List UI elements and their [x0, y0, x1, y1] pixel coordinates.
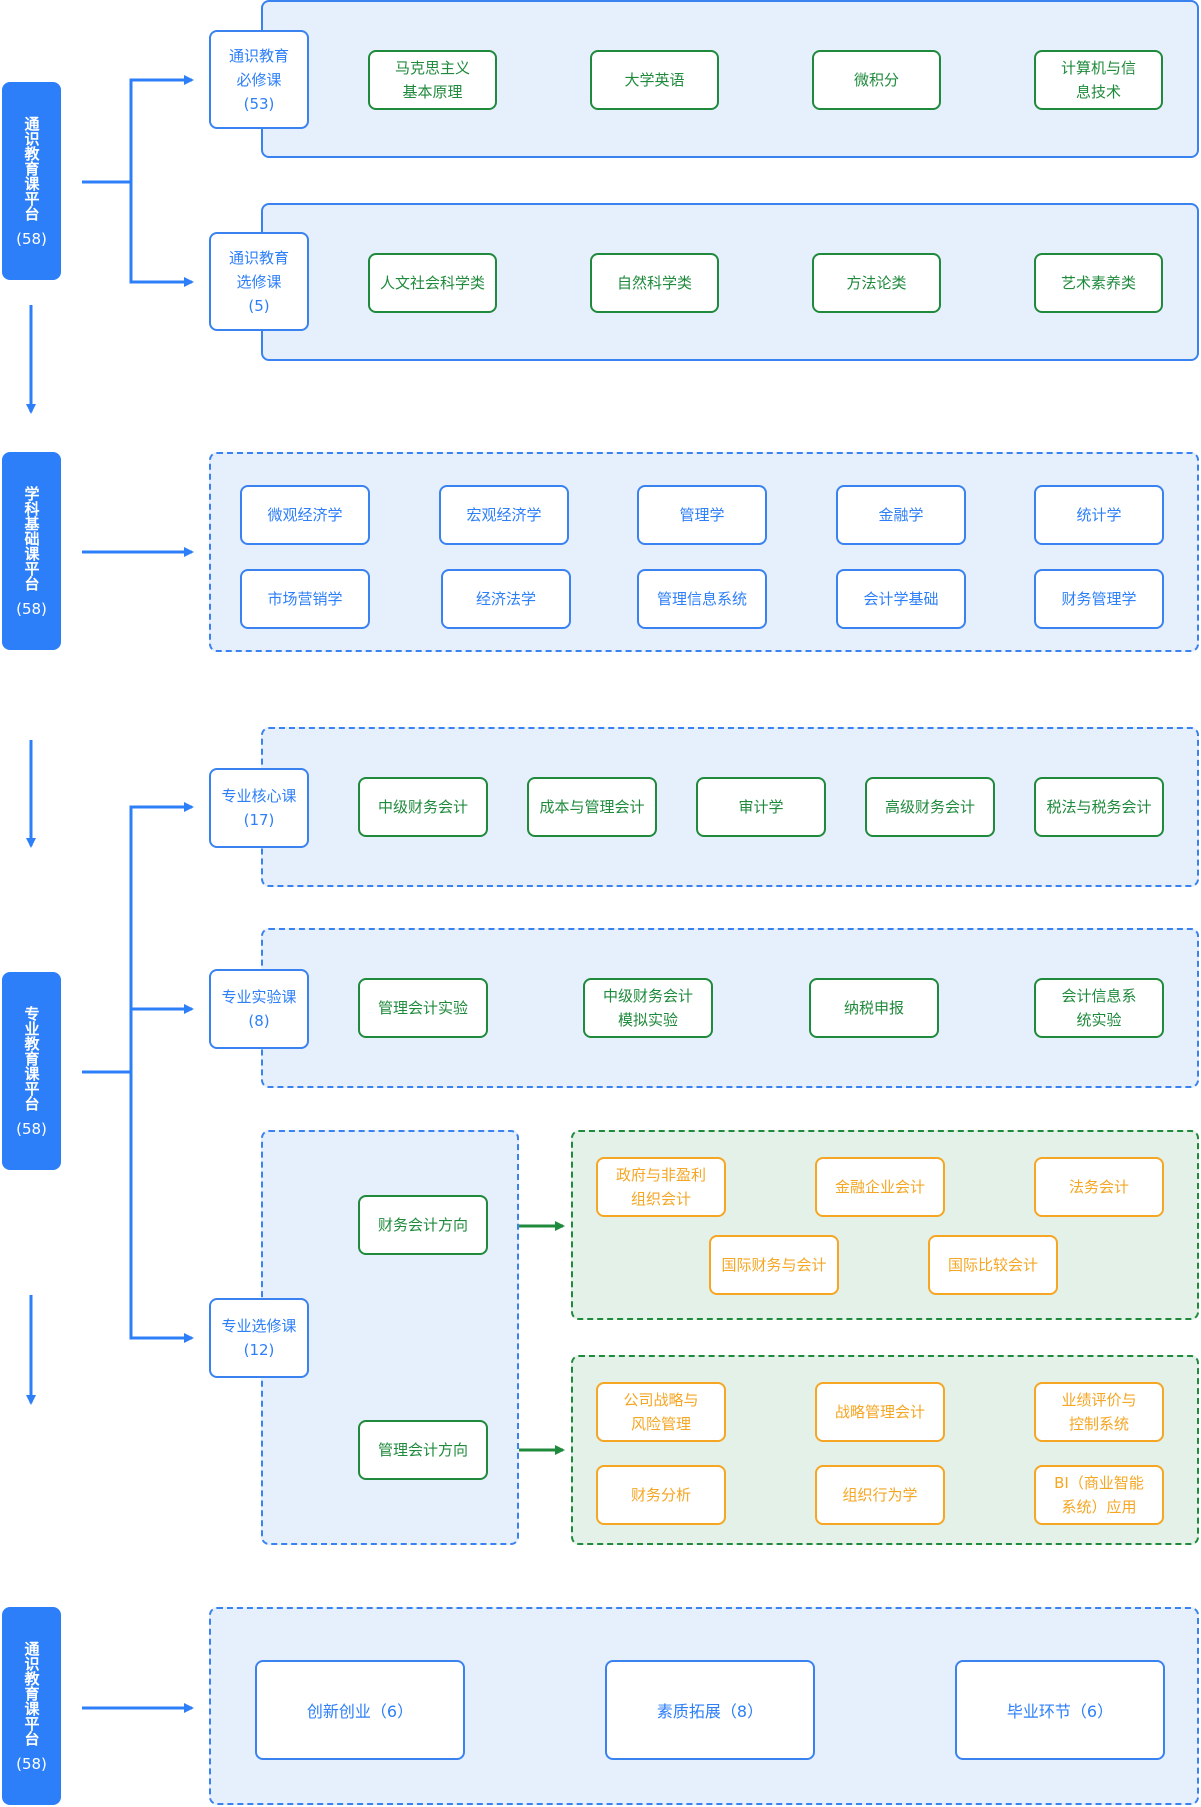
label-line: (5): [248, 296, 270, 315]
course-text: 会计信息系: [1061, 987, 1137, 1005]
platform-general-2-count: (58): [16, 1754, 47, 1773]
course-card: 审计学: [696, 777, 826, 837]
label-line: 通识教育: [228, 248, 289, 267]
label-general-required: 通识教育 必修课 (53): [209, 30, 309, 129]
course-card: 财务分析: [596, 1465, 726, 1525]
course-text: 管理会计实验: [377, 999, 468, 1017]
label-professional-elective: 专业选修课 (12): [209, 1298, 309, 1378]
course-text: 模拟实验: [617, 1011, 678, 1029]
course-card: 艺术素养类: [1034, 253, 1163, 313]
platform-professional: 专业教育课平台 (58): [2, 972, 61, 1170]
course-card: 统计学: [1034, 485, 1164, 545]
course-text: 组织会计: [630, 1190, 691, 1208]
label-line: (12): [243, 1341, 275, 1359]
platform-professional-count: (58): [16, 1119, 47, 1138]
label-general-elective: 通识教育 选修课 (5): [209, 232, 309, 331]
label-line: 必修课: [236, 70, 282, 89]
course-text: 中级财务会计: [602, 987, 693, 1005]
course-card: 财务管理学: [1034, 569, 1164, 629]
course-card: 国际财务与会计: [709, 1235, 839, 1295]
course-card: 金融学: [836, 485, 966, 545]
course-card: 金融企业会计: [815, 1157, 945, 1217]
course-text: 业绩评价与: [1061, 1391, 1137, 1409]
course-card: 会计信息系 统实验: [1034, 978, 1164, 1038]
course-card: 大学英语: [590, 50, 719, 110]
course-card: 会计学基础: [836, 569, 966, 629]
course-card: 政府与非盈利 组织会计: [596, 1157, 726, 1217]
platform-general: 通识教育课平台 (58): [2, 82, 61, 280]
course-text: 风险管理: [630, 1415, 691, 1433]
course-card: 成本与管理会计: [527, 777, 657, 837]
course-card: 中级财务会计 模拟实验: [583, 978, 713, 1038]
label-line: (8): [248, 1012, 270, 1030]
direction-management: 管理会计方向: [358, 1420, 488, 1480]
course-card: 方法论类: [812, 253, 941, 313]
platform-general-name: 通识教育课平台: [22, 115, 41, 221]
course-card: 税法与税务会计: [1034, 777, 1164, 837]
platform-foundation-count: (58): [16, 599, 47, 618]
label-professional-experiment: 专业实验课 (8): [209, 969, 309, 1049]
label-line: (53): [243, 94, 275, 113]
course-text: 马克思主义: [394, 59, 470, 77]
course-card: 国际比较会计: [928, 1235, 1058, 1295]
platform-general-2: 通识教育课平台 (58): [2, 1607, 61, 1805]
label-line: (17): [243, 811, 275, 829]
course-text: 系统）应用: [1061, 1498, 1137, 1516]
platform-foundation-name: 学科基础课平台: [22, 485, 41, 591]
course-text: 大学英语: [624, 71, 685, 89]
label-line: 通识教育: [228, 46, 289, 65]
course-text: 息技术: [1075, 83, 1121, 101]
course-card: 战略管理会计: [815, 1382, 945, 1442]
course-card: 纳税申报: [809, 978, 939, 1038]
item-quality: 素质拓展（8）: [605, 1660, 815, 1760]
label-line: 专业核心课: [221, 787, 297, 805]
item-graduation: 毕业环节（6）: [955, 1660, 1165, 1760]
course-card: 高级财务会计: [865, 777, 995, 837]
course-card: 人文社会科学类: [368, 253, 497, 313]
course-card: 市场营销学: [240, 569, 370, 629]
course-text: 基本原理: [402, 83, 463, 101]
course-text: 微积分: [853, 71, 899, 89]
platform-general-2-name: 通识教育课平台: [22, 1640, 41, 1746]
label-line: 专业选修课: [221, 1317, 297, 1335]
course-card: 中级财务会计: [358, 777, 488, 837]
label-line: 选修课: [236, 272, 282, 291]
course-text: 政府与非盈利: [615, 1166, 706, 1184]
label-professional-core: 专业核心课 (17): [209, 768, 309, 848]
course-text: BI（商业智能: [1054, 1474, 1144, 1492]
course-text: 纳税申报: [843, 999, 904, 1017]
platform-foundation: 学科基础课平台 (58): [2, 452, 61, 650]
course-card: BI（商业智能 系统）应用: [1034, 1465, 1164, 1525]
course-card: 计算机与信 息技术: [1034, 50, 1163, 110]
item-innovation: 创新创业（6）: [255, 1660, 465, 1760]
platform-general-count: (58): [16, 229, 47, 248]
course-text: 统实验: [1076, 1011, 1122, 1029]
course-card: 法务会计: [1034, 1157, 1164, 1217]
label-line: 专业实验课: [221, 988, 297, 1006]
platform-professional-name: 专业教育课平台: [22, 1005, 41, 1111]
course-card: 马克思主义 基本原理: [368, 50, 497, 110]
course-card: 管理学: [637, 485, 767, 545]
direction-financial: 财务会计方向: [358, 1195, 488, 1255]
course-card: 管理会计实验: [358, 978, 488, 1038]
course-text: 公司战略与: [623, 1391, 699, 1409]
course-card: 微观经济学: [240, 485, 370, 545]
course-text: 控制系统: [1068, 1415, 1129, 1433]
course-text: 计算机与信: [1060, 59, 1136, 77]
course-card: 自然科学类: [590, 253, 719, 313]
course-card: 公司战略与 风险管理: [596, 1382, 726, 1442]
course-card: 宏观经济学: [439, 485, 569, 545]
course-card: 经济法学: [441, 569, 571, 629]
course-card: 微积分: [812, 50, 941, 110]
course-card: 业绩评价与 控制系统: [1034, 1382, 1164, 1442]
course-card: 组织行为学: [815, 1465, 945, 1525]
course-card: 管理信息系统: [637, 569, 767, 629]
